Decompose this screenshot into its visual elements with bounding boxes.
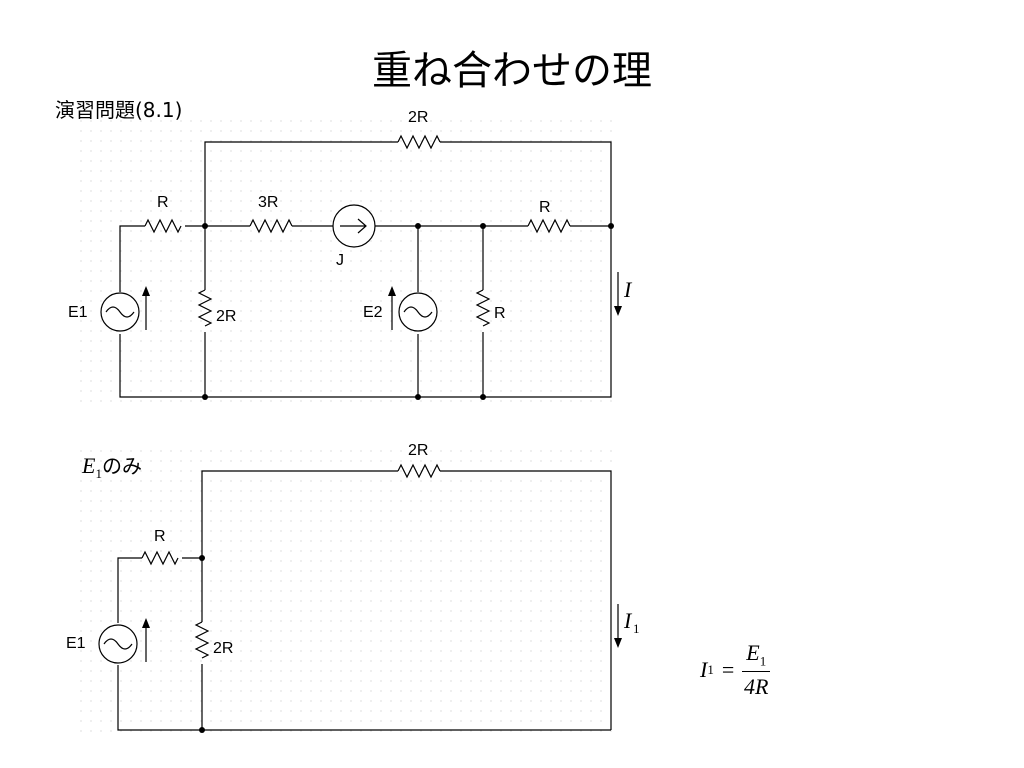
resistor-right-r	[527, 218, 571, 234]
label-2-e1: E1	[66, 635, 86, 652]
resistor-2-left-r	[141, 550, 179, 566]
label-2-r-top: 2R	[408, 442, 428, 459]
label-r-series: 3R	[258, 194, 278, 211]
slide-title: 重ね合わせの理	[372, 48, 652, 94]
label-2-r-left: R	[154, 528, 166, 545]
circuit-1-labels: 2R R 3R R 2R R E1 E2 J I	[68, 109, 633, 325]
circuit-1-markers	[142, 223, 622, 400]
formula-lhs: I	[700, 657, 708, 683]
label-2-r-shunt: 2R	[213, 640, 233, 657]
resistor-2-top-2r	[397, 463, 441, 479]
wire-left	[119, 225, 205, 292]
circuit-2	[98, 463, 619, 731]
formula-fraction: E1 4R	[742, 640, 771, 700]
label-current-i1: I	[623, 608, 633, 633]
wire-top	[204, 141, 612, 226]
resistor-shunt-right-r	[475, 289, 491, 327]
label-r-shunt-right: R	[494, 305, 506, 322]
label-current-i: I	[623, 277, 633, 302]
formula-denominator: 4R	[744, 674, 769, 700]
grid-background-2	[75, 450, 615, 740]
label-r-shunt-left: 2R	[216, 308, 236, 325]
resistor-series-3r	[249, 218, 293, 234]
formula-lhs-sub: 1	[707, 662, 714, 678]
label-e1: E1	[68, 304, 88, 321]
label-r-left: R	[157, 194, 169, 211]
label-r-top: 2R	[408, 109, 428, 126]
resistor-2-shunt-2r	[194, 621, 210, 659]
label-current-i1-sub: 1	[633, 621, 640, 636]
circuit-2-labels: 2R R 2R E1 I 1	[66, 442, 640, 657]
circuit-1	[100, 134, 619, 398]
label-e2: E2	[363, 304, 383, 321]
label-j: J	[336, 252, 344, 269]
resistor-left-r	[144, 218, 182, 234]
resistor-shunt-left-2r	[197, 289, 213, 327]
resistor-top-2r	[397, 134, 441, 150]
circuit-2-markers	[142, 555, 622, 733]
formula-numerator: E1	[742, 640, 771, 673]
grid-background-1	[75, 115, 615, 410]
label-r-right: R	[539, 199, 551, 216]
formula-equals: =	[721, 657, 735, 683]
